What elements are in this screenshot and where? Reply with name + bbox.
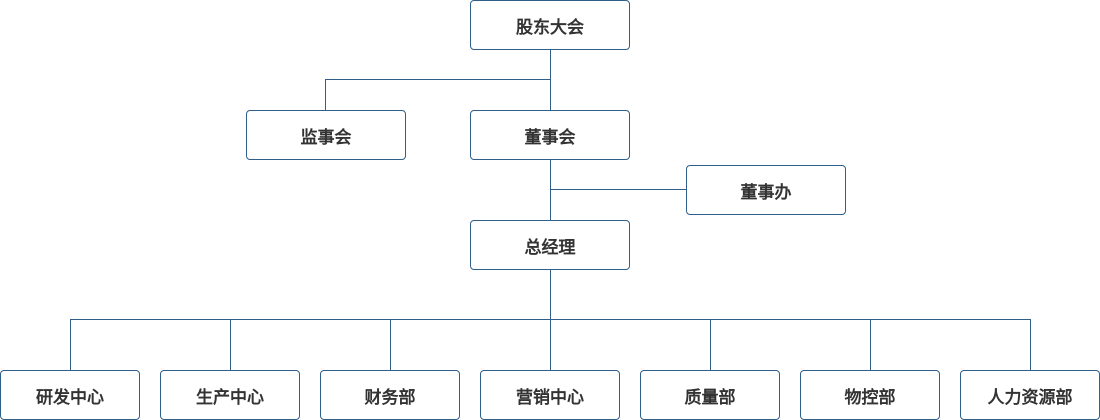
node-dept-marketing-center: 营销中心	[480, 370, 620, 420]
connector-board-to-office	[550, 189, 686, 190]
connector-dept-7	[1030, 319, 1031, 370]
node-general-manager: 总经理	[470, 220, 630, 270]
connector-dept-3	[390, 319, 391, 370]
connector-supervisory-drop	[325, 79, 326, 110]
connector-dept-6	[870, 319, 871, 370]
connector-gm-down	[550, 269, 551, 320]
connector-dept-2	[230, 319, 231, 370]
connector-dept-5	[710, 319, 711, 370]
node-dept-rd-center: 研发中心	[0, 370, 140, 420]
node-supervisory-board: 监事会	[246, 110, 406, 160]
node-dept-finance: 财务部	[320, 370, 460, 420]
node-dept-quality: 质量部	[640, 370, 780, 420]
node-board-of-directors: 董事会	[470, 110, 630, 160]
node-dept-human-resources: 人力资源部	[960, 370, 1100, 420]
connector-root-to-supervisory	[325, 79, 551, 80]
node-shareholders-meeting: 股东大会	[470, 0, 630, 50]
connector-dept-4	[550, 319, 551, 370]
node-dept-material-control: 物控部	[800, 370, 940, 420]
connector-dept-1	[70, 319, 71, 370]
node-dept-production-center: 生产中心	[160, 370, 300, 420]
node-board-office: 董事办	[686, 165, 846, 215]
